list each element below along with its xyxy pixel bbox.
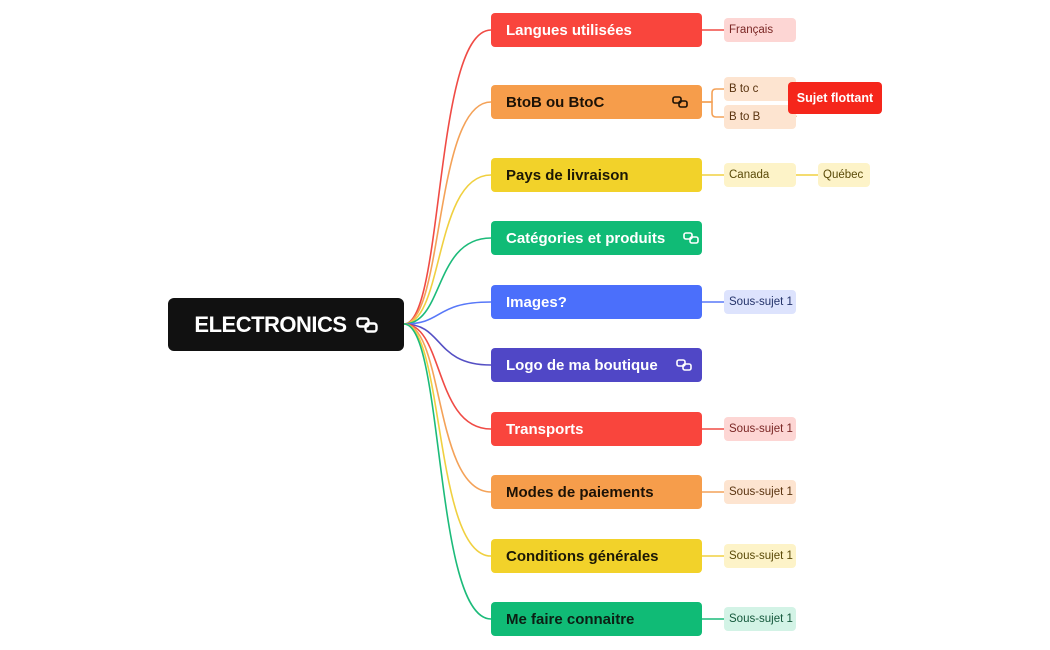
topic-label: Logo de ma boutique <box>506 356 658 374</box>
link-icon[interactable] <box>355 316 378 333</box>
subtopic-sous-sujet-1[interactable]: Sous-sujet 1 <box>724 417 796 441</box>
topic-images[interactable]: Images? <box>491 285 702 319</box>
subtopic-canada[interactable]: Canada <box>724 163 796 187</box>
topic-categories-et-produits[interactable]: Catégories et produits <box>491 221 702 255</box>
topic-label: Catégories et produits <box>506 229 666 247</box>
connector-root-topic <box>403 323 492 620</box>
connector-root-topic <box>403 174 492 325</box>
topic-me-faire-connaitre[interactable]: Me faire connaitre <box>491 602 702 636</box>
subtopic-francais[interactable]: Français <box>724 18 796 42</box>
connector-root-topic <box>403 323 492 430</box>
topic-btob-ou-btoc[interactable]: BtoB ou BtoC <box>491 85 702 119</box>
central-topic[interactable]: ELECTRONICS <box>168 298 404 351</box>
subtopic-b-to-c[interactable]: B to c <box>724 77 796 101</box>
subtopic-sous-sujet-1[interactable]: Sous-sujet 1 <box>724 480 796 504</box>
connector-root-topic <box>403 323 492 557</box>
topic-label: Transports <box>506 420 584 438</box>
central-topic-label: ELECTRONICS <box>194 311 347 337</box>
topic-pays-de-livraison[interactable]: Pays de livraison <box>491 158 702 192</box>
connector-root-topic <box>403 237 492 325</box>
topic-label: Images? <box>506 293 567 311</box>
connector-topic-subtopic <box>702 88 724 103</box>
topic-label: Pays de livraison <box>506 166 629 184</box>
subtopic-sous-sujet-1[interactable]: Sous-sujet 1 <box>724 544 796 568</box>
topic-label: Modes de paiements <box>506 483 654 501</box>
topic-transports[interactable]: Transports <box>491 412 702 446</box>
subtopic-b-to-b[interactable]: B to B <box>724 105 796 129</box>
topic-label: Langues utilisées <box>506 21 632 39</box>
topic-modes-de-paiements[interactable]: Modes de paiements <box>491 475 702 509</box>
topic-label: BtoB ou BtoC <box>506 93 605 111</box>
connector-root-topic <box>403 301 492 325</box>
connector-root-topic <box>403 29 492 325</box>
floating-topic[interactable]: Sujet flottant <box>788 82 882 114</box>
topic-label: Me faire connaitre <box>506 610 635 628</box>
topic-langues-utilisees[interactable]: Langues utilisées <box>491 13 702 47</box>
connector-root-topic <box>403 101 492 325</box>
connector-root-topic <box>403 323 492 493</box>
subtopic-quebec[interactable]: Québec <box>818 163 870 187</box>
subtopic-sous-sujet-1[interactable]: Sous-sujet 1 <box>724 290 796 314</box>
topic-label: Conditions générales <box>506 547 659 565</box>
link-icon[interactable] <box>675 359 692 371</box>
connector-topic-subtopic <box>702 101 724 118</box>
subtopic-sous-sujet-1[interactable]: Sous-sujet 1 <box>724 607 796 631</box>
link-icon[interactable] <box>683 232 700 244</box>
topic-logo-de-ma-boutique[interactable]: Logo de ma boutique <box>491 348 702 382</box>
topic-conditions-generales[interactable]: Conditions générales <box>491 539 702 573</box>
connector-root-topic <box>403 323 492 366</box>
link-icon[interactable] <box>672 96 688 108</box>
